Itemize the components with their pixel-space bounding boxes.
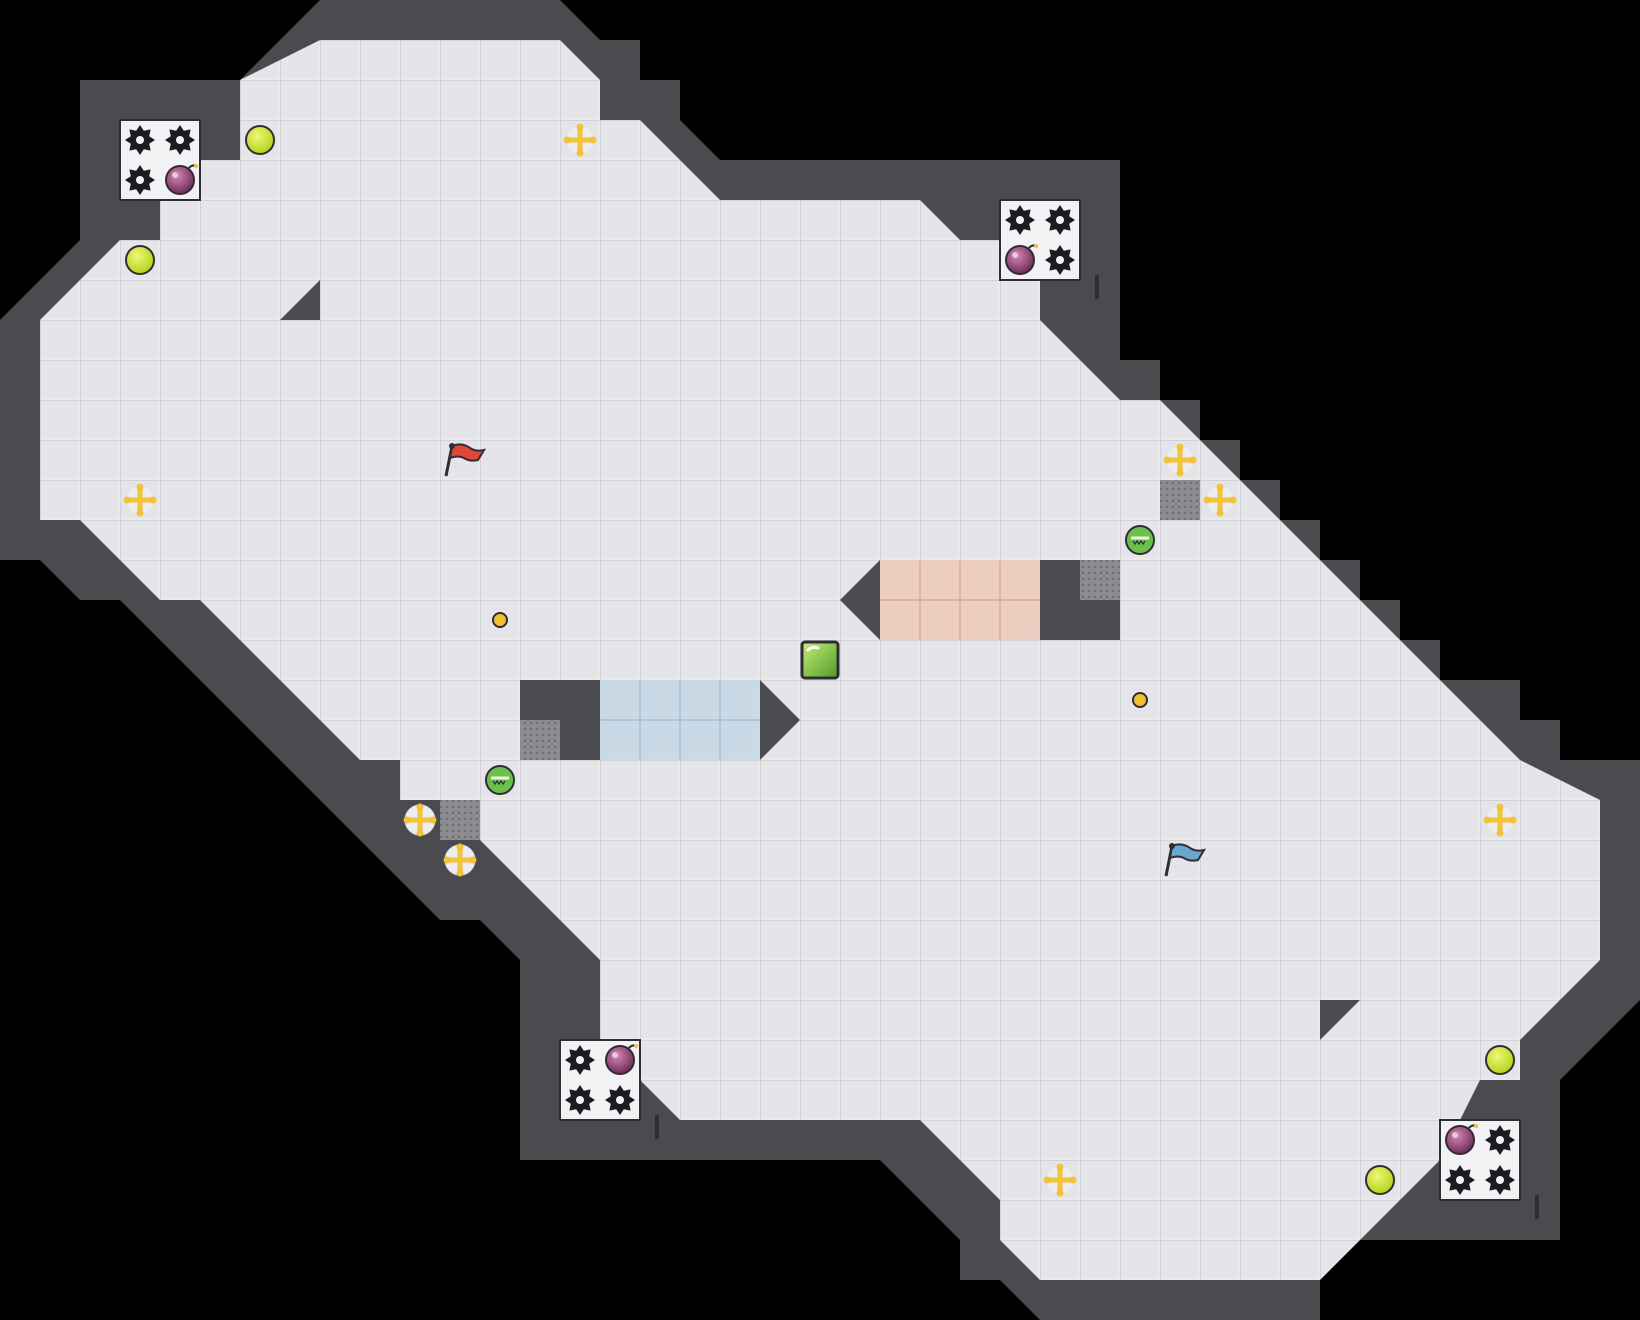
gate-button-icon	[1125, 525, 1155, 555]
spike-icon	[605, 1085, 635, 1115]
powerup-icon	[1365, 1165, 1395, 1195]
wall-wedge-blue	[760, 680, 800, 760]
gate-buttons	[485, 525, 1155, 795]
red-flag-icon	[444, 443, 487, 477]
speed-boost-icon	[123, 483, 157, 517]
gate-button-icon	[485, 765, 515, 795]
speed-boosts	[123, 123, 1517, 1197]
spike-icon	[565, 1085, 595, 1115]
powerup-icon	[125, 245, 155, 275]
spike-icon	[125, 165, 155, 195]
speed-boost-icon	[1483, 803, 1517, 837]
spike-icon	[165, 125, 195, 155]
bombs	[165, 164, 1478, 1155]
gate-vent-icon	[1080, 560, 1120, 600]
bomb-icon	[1445, 1124, 1478, 1155]
spike-icon	[1045, 245, 1075, 275]
wall-notch	[655, 1115, 659, 1139]
portal-icon	[800, 640, 840, 680]
speed-boost-icon	[443, 843, 477, 877]
marker-dot	[1132, 692, 1148, 708]
wall-diagonal-southeast	[1320, 1000, 1360, 1040]
speed-boost-icon	[1203, 483, 1237, 517]
spike-icon	[565, 1045, 595, 1075]
gate-vents	[440, 480, 1200, 840]
spike-icon	[1485, 1125, 1515, 1155]
wall-diagonal-northwest	[280, 280, 320, 320]
bomb-icon	[605, 1044, 638, 1075]
wall-notch	[1095, 275, 1099, 299]
speed-boost-icon	[403, 803, 437, 837]
marker-dot	[492, 612, 508, 628]
gate-vent-icon	[520, 720, 560, 760]
wall-wedge-red	[840, 560, 880, 640]
spike-icon	[1045, 205, 1075, 235]
bomb-icon	[165, 164, 198, 195]
speed-boost-icon	[1163, 443, 1197, 477]
spike-icon	[1005, 205, 1035, 235]
wall-notch	[1535, 1195, 1539, 1219]
speed-boost-icon	[563, 123, 597, 157]
spike-icon	[125, 125, 155, 155]
team-zones	[600, 560, 1040, 760]
gate-vent-icon	[440, 800, 480, 840]
gate-vent-icon	[1160, 480, 1200, 520]
powerup-icon	[1485, 1045, 1515, 1075]
powerup-icon	[245, 125, 275, 155]
markers	[492, 275, 1539, 1219]
bomb-icon	[1005, 244, 1038, 275]
spike-icon	[1445, 1165, 1475, 1195]
spikes	[125, 125, 1515, 1195]
blue-flag-icon	[1164, 843, 1207, 877]
speed-boost-icon	[1043, 1163, 1077, 1197]
spike-icon	[1485, 1165, 1515, 1195]
powerups	[125, 125, 1515, 1195]
